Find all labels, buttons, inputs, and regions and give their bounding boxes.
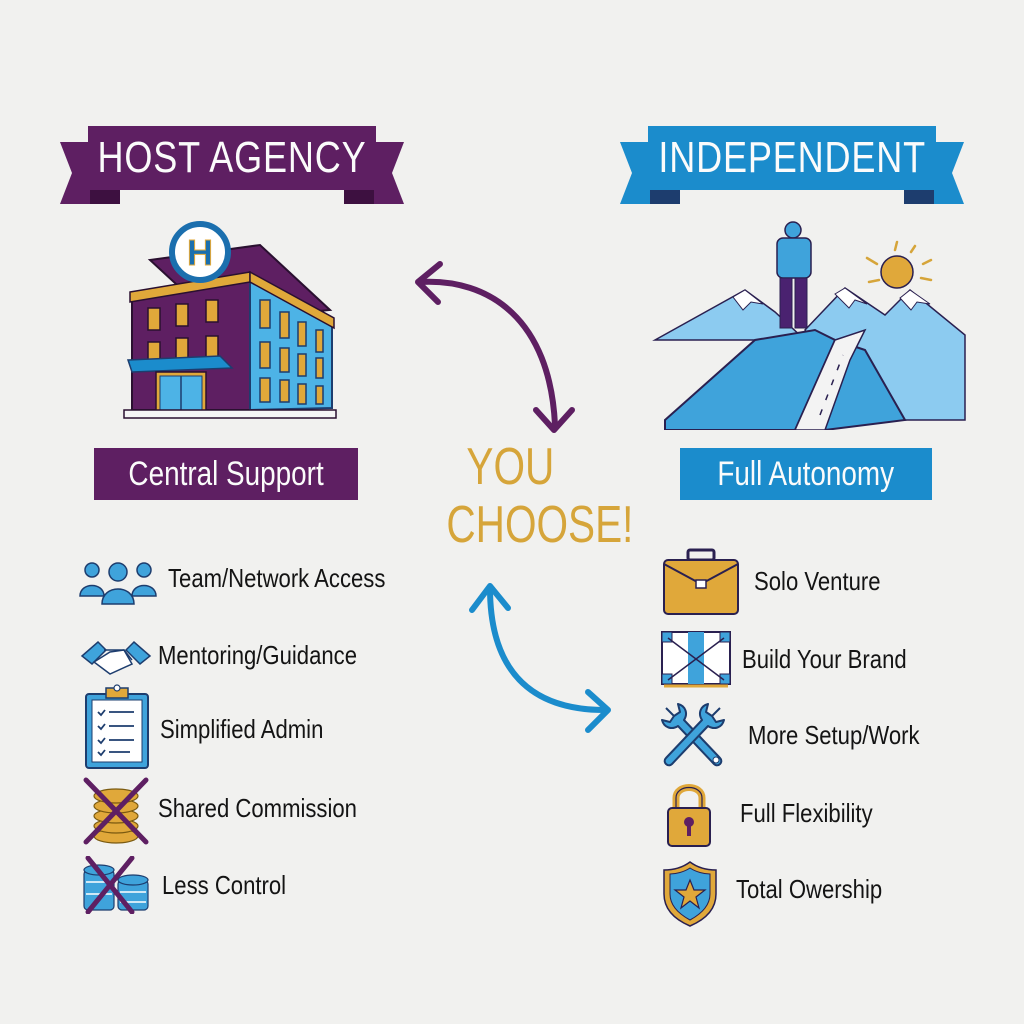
item-label: Solo Venture <box>754 566 881 596</box>
item-label: Team/Network Access <box>168 563 386 593</box>
list-item: Less Control <box>162 870 308 901</box>
item-label: Shared Commission <box>158 793 357 823</box>
hotel-building-illustration: H <box>123 221 337 419</box>
item-label: Full Flexibility <box>740 798 873 828</box>
independent-banner: INDEPENDENT <box>620 112 964 208</box>
ribbon-shape <box>60 126 404 204</box>
crossed-coins-icon <box>83 777 149 845</box>
crossed-database-icon <box>83 856 149 914</box>
item-label: Build Your Brand <box>742 644 907 674</box>
list-item: Full Flexibility <box>740 798 896 829</box>
list-item: Shared Commission <box>158 793 392 824</box>
subtitle-text: Central Support <box>128 454 324 493</box>
item-label: Mentoring/Guidance <box>158 640 358 670</box>
full-autonomy-label: Full Autonomy <box>680 448 932 500</box>
list-item: Total Owership <box>736 874 908 905</box>
subtitle-text: Full Autonomy <box>717 454 895 493</box>
list-item: Simplified Admin <box>160 714 352 745</box>
list-item: More Setup/Work <box>748 720 950 751</box>
banner-title: INDEPENDENT <box>658 133 926 182</box>
item-label: More Setup/Work <box>748 720 920 750</box>
svg-text:H: H <box>187 232 213 273</box>
team-icon <box>79 562 157 605</box>
central-support-label: Central Support <box>94 448 358 500</box>
item-label: Total Owership <box>736 874 883 904</box>
person-on-mountain-illustration <box>652 221 966 430</box>
purple-double-arrow-icon <box>415 261 575 433</box>
you-choose-line1: YOU <box>466 438 554 496</box>
list-item: Solo Venture <box>754 566 903 597</box>
you-choose-line2: CHOOSE! <box>446 496 634 554</box>
briefcase-icon <box>663 548 739 615</box>
item-label: Simplified Admin <box>160 714 324 744</box>
banner-title: HOST AGENCY <box>97 133 367 182</box>
list-item: Build Your Brand <box>742 644 936 675</box>
blue-double-arrow-icon <box>469 583 611 733</box>
list-item: Team/Network Access <box>168 563 424 594</box>
shield-star-icon <box>663 861 717 927</box>
crossed-wrenches-icon <box>661 703 725 767</box>
clipboard-checklist-icon <box>85 684 149 769</box>
host-agency-banner: HOST AGENCY <box>60 112 404 208</box>
handshake-icon <box>80 640 152 675</box>
brand-frame-icon <box>661 631 731 688</box>
you-choose-text: YOU CHOOSE! <box>420 438 633 554</box>
list-item: Mentoring/Guidance <box>158 640 392 671</box>
padlock-icon <box>667 784 711 847</box>
ribbon-shape <box>620 126 964 204</box>
item-label: Less Control <box>162 870 287 900</box>
